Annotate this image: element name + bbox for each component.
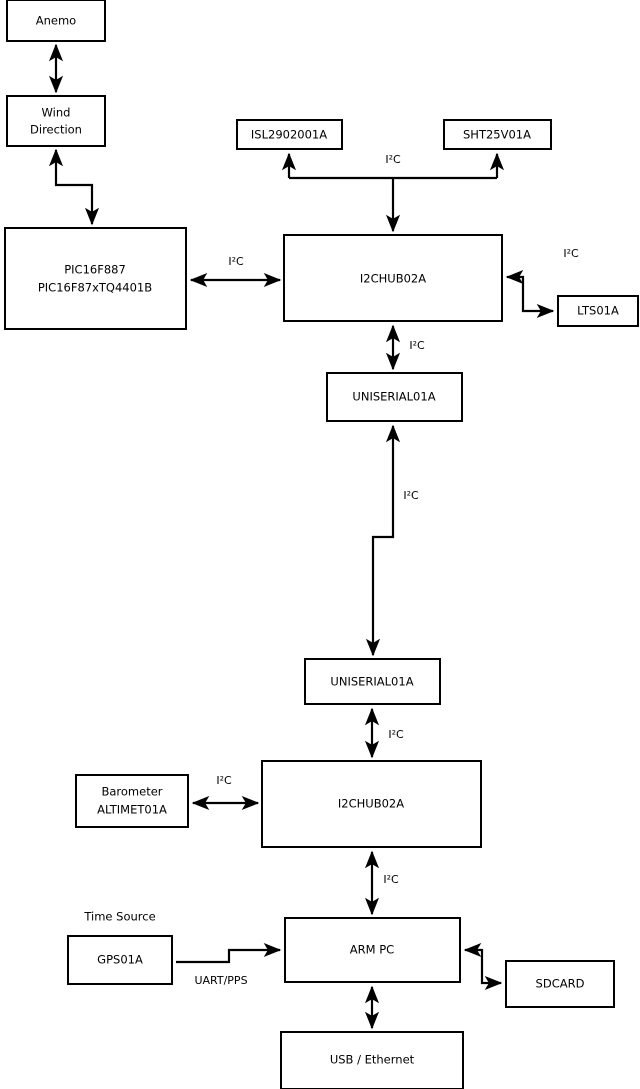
node-lts01a[interactable]: LTS01A	[557, 295, 639, 327]
edges-layer	[48, 43, 555, 1030]
node-usb-ethernet-label: USB / Ethernet	[330, 1053, 415, 1067]
edge-armpc-sdcard	[463, 942, 503, 991]
node-i2chub02a-top[interactable]: I2CHUB02A	[283, 234, 503, 322]
node-uniserial01a-top[interactable]: UNISERIAL01A	[326, 372, 463, 422]
node-uniserial01a-top-label: UNISERIAL01A	[352, 390, 435, 404]
edge-uniserial-link	[365, 424, 401, 657]
label-time-source: Time Source	[83, 910, 155, 924]
node-sht25v01a[interactable]: SHT25V01A	[443, 119, 552, 150]
node-pic-mcu-label-line1: PIC16F887	[64, 263, 126, 277]
edge-label-gps-armpc: UART/PPS	[194, 974, 247, 987]
node-sdcard-label: SDCARD	[536, 977, 585, 991]
node-anemo-label: Anemo	[36, 14, 76, 28]
node-gps01a[interactable]: GPS01A	[67, 935, 173, 985]
node-i2chub02a-top-label: I2CHUB02A	[360, 272, 426, 286]
node-lts01a-label: LTS01A	[577, 304, 619, 318]
node-pic-mcu-label-line2: PIC16F87xTQ4401B	[38, 281, 152, 295]
node-pic-mcu[interactable]: PIC16F887 PIC16F87xTQ4401B	[4, 227, 187, 330]
edge-label-bus-top: I²C	[385, 153, 401, 166]
edge-label-hub-uniserial: I²C	[409, 339, 425, 352]
node-arm-pc-label: ARM PC	[350, 943, 394, 957]
node-uniserial01a-bottom-label: UNISERIAL01A	[330, 675, 413, 689]
edge-label-hub-lts: I²C	[563, 247, 579, 260]
nodes-layer: Anemo Wind Direction PIC16F887 PIC16F87x…	[4, 0, 639, 1089]
node-wind-direction-label-line2: Direction	[30, 123, 82, 137]
node-barometer-altimet01a[interactable]: Barometer ALTIMET01A	[75, 774, 189, 828]
node-barometer-label-line1: Barometer	[101, 785, 162, 799]
edge-label-pic-hub: I²C	[228, 255, 244, 268]
labels-layer: Time Source I²C I²C I²C I²C I²C I²C I²C …	[83, 153, 579, 987]
node-sht25v01a-label: SHT25V01A	[463, 128, 531, 142]
node-usb-ethernet[interactable]: USB / Ethernet	[280, 1031, 464, 1089]
edge-wind-pic	[48, 148, 100, 226]
edge-label-uniserial-link: I²C	[403, 489, 419, 502]
edge-label-uniserial-hub-bot: I²C	[388, 728, 404, 741]
node-wind-direction-label-line1: Wind	[42, 106, 71, 120]
node-gps01a-label: GPS01A	[97, 953, 143, 967]
node-sdcard[interactable]: SDCARD	[505, 960, 615, 1008]
node-anemo[interactable]: Anemo	[6, 0, 106, 42]
node-isl2902001a[interactable]: ISL2902001A	[236, 119, 343, 150]
node-wind-direction[interactable]: Wind Direction	[6, 95, 106, 147]
node-i2chub02a-bottom-label: I2CHUB02A	[338, 797, 404, 811]
node-isl2902001a-label: ISL2902001A	[251, 128, 327, 142]
node-uniserial01a-bottom[interactable]: UNISERIAL01A	[304, 658, 441, 705]
node-barometer-label-line2: ALTIMET01A	[97, 803, 167, 817]
edge-gps-armpc	[176, 942, 282, 964]
node-arm-pc[interactable]: ARM PC	[284, 917, 461, 983]
edge-hubtop-lts	[505, 269, 555, 319]
node-i2chub02a-bottom[interactable]: I2CHUB02A	[261, 760, 482, 848]
edge-label-barometer-hub: I²C	[216, 774, 232, 787]
edge-label-hub-armpc: I²C	[383, 873, 399, 886]
